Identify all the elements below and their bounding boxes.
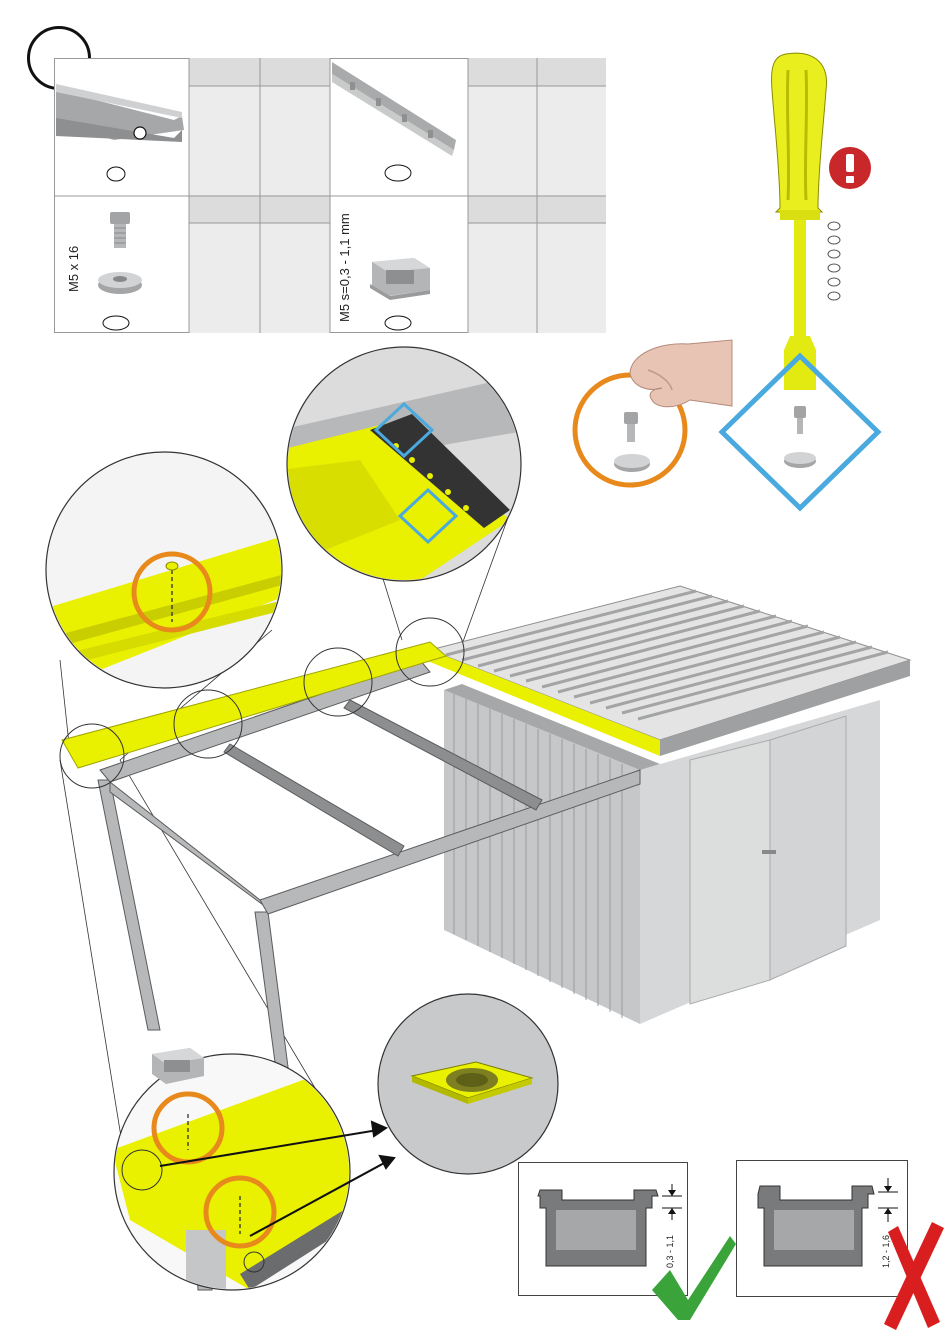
zoom-detail-cage-nut bbox=[378, 994, 558, 1174]
gauge-ok-panel bbox=[519, 1163, 688, 1296]
zoom-detail-clip-strip bbox=[280, 347, 530, 581]
zoom-detail-rail-bolt bbox=[40, 452, 300, 690]
gauge-ok-label: 0,3 - 1,1 bbox=[665, 1235, 675, 1268]
gauge-bad-label: 1,2 - 1,6 bbox=[881, 1235, 891, 1268]
gauge-bad-panel bbox=[737, 1161, 908, 1297]
zoom-detail-cage-nut-position bbox=[112, 1054, 360, 1300]
